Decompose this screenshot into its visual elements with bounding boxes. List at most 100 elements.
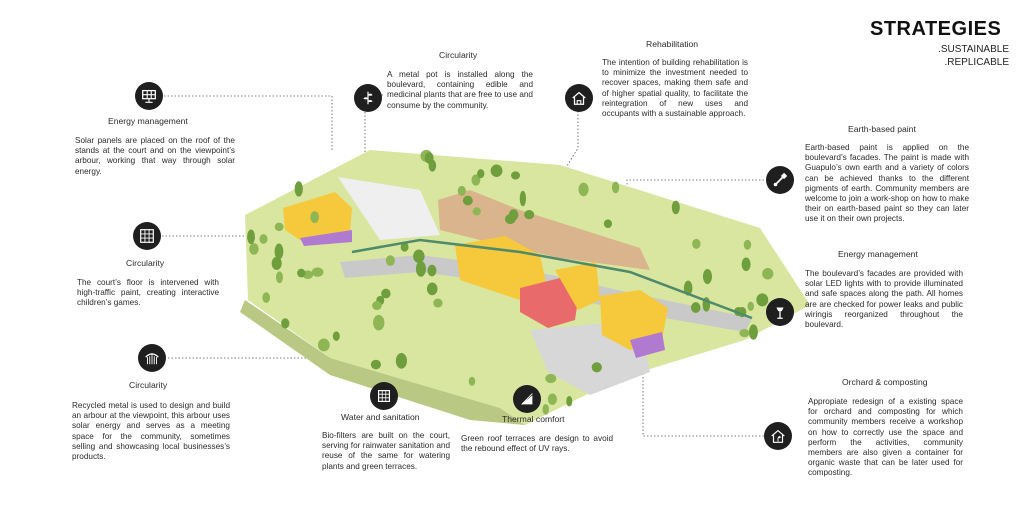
page-title: STRATEGIES — [870, 18, 1002, 40]
tree — [490, 164, 503, 177]
tree — [747, 301, 754, 311]
court-stand — [300, 230, 352, 246]
tree — [415, 261, 426, 277]
text-water-sanitation: Bio-filters are built on the court, serv… — [322, 431, 450, 471]
hill-slope — [240, 300, 525, 425]
heading-circularity-1: Circularity — [126, 258, 165, 268]
tree — [424, 152, 434, 164]
tree — [275, 271, 283, 284]
arbour-icon — [138, 344, 166, 372]
heading-rehabilitation: Rehabilitation — [646, 39, 699, 49]
tree — [262, 292, 271, 304]
court-grid-icon — [133, 222, 161, 250]
tree — [274, 222, 284, 232]
tree — [281, 318, 290, 329]
solar-panel-icon — [135, 82, 163, 110]
tree — [297, 268, 306, 278]
text-earth-based-paint: Earth-based paint is applied on the boul… — [805, 143, 969, 224]
house-tools-icon — [565, 84, 593, 112]
tree — [591, 362, 602, 373]
tree — [413, 249, 425, 263]
tree — [400, 242, 409, 252]
heading-earth-based-paint: Earth-based paint — [848, 124, 916, 134]
tree — [310, 211, 319, 224]
text-energy-management-2: The boulevard’s facades are provided wit… — [805, 269, 963, 330]
tree — [259, 234, 268, 244]
tree — [395, 352, 407, 369]
tree — [692, 238, 701, 249]
tree — [505, 214, 516, 225]
text-circularity-1: The court’s floor is intervened with hig… — [77, 278, 219, 308]
tree — [756, 293, 769, 307]
text-circularity-2: Recycled metal is used to design and bui… — [72, 401, 230, 462]
tree — [547, 393, 557, 405]
tree — [472, 207, 481, 216]
tree — [426, 282, 438, 296]
viewpoint-slope — [338, 177, 440, 240]
tree — [471, 174, 481, 186]
heading-circularity-2: Circularity — [129, 380, 168, 390]
pink-block — [520, 278, 578, 328]
tree — [477, 169, 485, 179]
text-circularity-3: A metal pot is installed along the boule… — [387, 70, 533, 110]
boulevard-path — [351, 238, 753, 320]
subtitle-replicable: .REPLICABLE — [944, 57, 1009, 68]
tree — [381, 288, 391, 299]
tree — [249, 243, 259, 255]
heading-orchard-composting: Orchard & composting — [842, 377, 928, 387]
tree — [741, 257, 751, 272]
tree — [317, 338, 330, 352]
tree — [370, 359, 382, 370]
tree — [702, 268, 713, 285]
tree — [332, 331, 340, 341]
yellow-block-2 — [555, 262, 600, 310]
street-light-icon — [766, 298, 794, 326]
heading-circularity-3: Circularity — [439, 50, 478, 60]
tree — [542, 403, 549, 415]
tree — [468, 376, 476, 386]
tree — [372, 301, 382, 311]
tree — [294, 181, 303, 197]
water-filter-icon — [370, 382, 398, 410]
tree — [427, 264, 437, 277]
tree — [690, 302, 701, 313]
tree — [519, 190, 527, 207]
houses-row — [438, 190, 650, 270]
tree — [748, 324, 758, 340]
subtitle-sustainable: .SUSTAINABLE — [938, 44, 1009, 55]
tree — [271, 256, 282, 270]
tree — [457, 185, 466, 196]
heading-thermal-comfort: Thermal comfort — [502, 414, 565, 424]
purple-base — [630, 332, 665, 358]
tree — [511, 171, 520, 180]
green-roof-icon — [513, 385, 541, 413]
heading-energy-management-1: Energy management — [108, 116, 188, 126]
heading-water-sanitation: Water and sanitation — [341, 412, 420, 422]
tree — [739, 329, 750, 338]
tree — [373, 314, 385, 331]
tree — [743, 239, 752, 250]
text-orchard-composting: Appropiate redesign of a existing space … — [808, 397, 963, 478]
tree-clusters — [247, 149, 774, 415]
tree — [385, 255, 395, 266]
compost-icon — [764, 422, 792, 450]
text-energy-management-1: Solar panels are placed on the roof of t… — [75, 136, 235, 176]
tree — [524, 210, 535, 220]
tree — [611, 181, 620, 194]
heading-energy-management-2: Energy management — [838, 249, 918, 259]
tree — [603, 219, 613, 228]
paint-brush-icon — [766, 166, 794, 194]
tree — [671, 200, 680, 215]
tree — [462, 195, 473, 206]
tree — [311, 267, 324, 277]
tree — [274, 243, 284, 260]
tree — [545, 373, 557, 384]
text-rehabilitation: The intention of building rehabilitation… — [602, 58, 748, 119]
text-thermal-comfort: Green roof terraces are design to avoid … — [461, 434, 613, 454]
tree — [578, 182, 589, 197]
tree — [433, 298, 443, 308]
tree — [566, 396, 573, 407]
tree — [247, 229, 255, 245]
plant-pot-icon — [354, 84, 382, 112]
